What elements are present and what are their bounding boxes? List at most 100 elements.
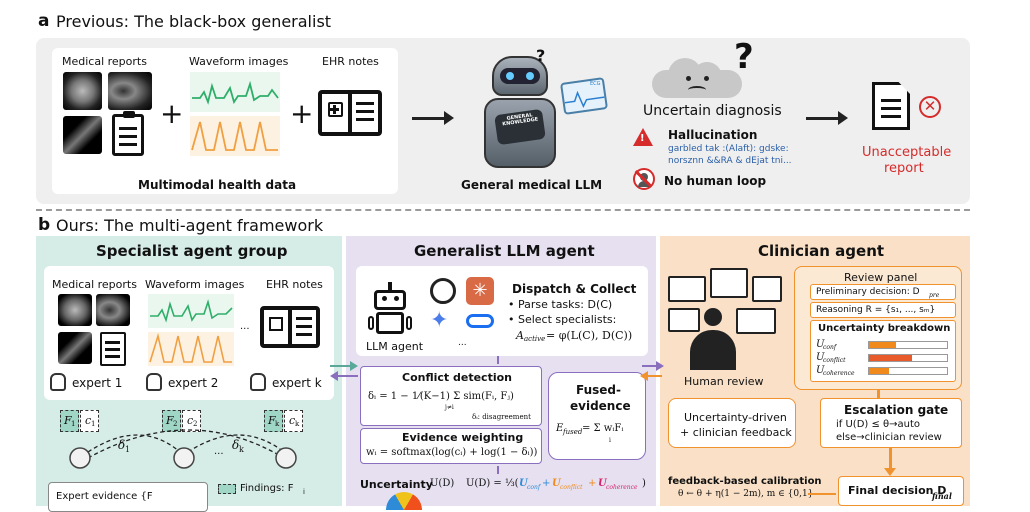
generalist-purple-arrow [497,466,499,474]
report-document-icon [872,82,910,130]
uncertainty-fn: U(D) [430,478,455,489]
expert-graph [69,429,297,469]
spec-green-waveform [148,294,234,328]
clipboard-icon [112,111,144,156]
f2-box [162,410,181,432]
spec-orange-waveform [148,332,234,366]
panel-a: a Previous: The black-box generalist Med… [0,0,1030,210]
final-to-feedback-arrow [808,493,836,495]
c1-label: c [85,414,92,427]
plus-sign-1: + [160,97,184,130]
fused-formula-idx: i [609,437,611,444]
uncertainty-driven-box [668,398,796,448]
clinician-title: Clinician agent [758,242,885,260]
panel-a-letter: a [38,11,50,31]
robot-illustration [470,52,590,174]
ub-u-conf: U [816,339,825,350]
escalation-title: Escalation gate [844,403,949,417]
uncertainty-driven-2: + clinician feedback [680,426,792,439]
dispatch-title: Dispatch & Collect [512,282,637,296]
disagreement-note: δᵢ: disagreement [472,413,531,421]
arrow-to-report [806,117,840,120]
generalist-title: Generalist LLM agent [414,242,595,260]
arrow-to-llm [412,117,446,120]
gemini-icon: ✦ [430,308,449,333]
final-decision-text: Final decision D [848,484,947,497]
uncertain-diagnosis-label: Uncertain diagnosis [643,103,782,119]
c1-sub: 1 [91,420,96,428]
graph-dots: ... [214,446,224,457]
expert-k-label: expert k [272,376,322,390]
cloud-question-mark: ? [734,37,754,77]
expert-2-label: expert 2 [168,376,219,390]
expert-evidence-text: Expert evidence {F [56,491,153,502]
spec-ehr-book-icon [260,306,320,348]
panel-a-title: Previous: The black-box generalist [56,12,332,31]
expert-k-icon [250,373,266,391]
brain-mri-image [63,72,102,110]
weighting-title: Evidence weighting [402,431,524,444]
generalist-top-box [356,266,648,356]
ub-bar-coherence-fill [869,368,889,374]
ub-bar-conflict-track [868,354,948,362]
llm-agent-label: LLM agent [366,340,424,353]
escalation-else: else→clinician review [836,432,942,443]
spec-lung-image [96,294,130,326]
c1-box [80,410,99,432]
unacceptable-label-1: Unacceptable [862,145,952,160]
spec-waveform-images: Waveform images [145,278,245,291]
echo-image [63,116,102,154]
panel-b-letter: b [38,215,51,235]
claude-icon: ✳ [466,277,494,305]
fused-formula-sub: fused [563,428,583,436]
cloud-icon [652,56,742,98]
ub-bar-conf-track [868,341,948,349]
findings-legend-sub: i [303,488,305,496]
ecg-tablet-label: ECG [590,81,601,87]
arrow-to-llm-head [444,111,454,125]
fk-box [264,410,283,432]
ck-label: c [289,414,296,427]
reasoning-text: Reasoning R = {s₁, ..., sₘ} [816,305,936,315]
findings-legend-swatch [218,484,236,494]
meta-icon [466,314,494,328]
feedback-formula: θ ← θ + η(1 − 2m), m ∈ {0,1} [678,489,814,499]
hallucination-text-2: norsznn &&RA & dEjat tni... [668,156,792,166]
delta-k-label: δ [232,438,240,452]
orange-waveform [190,116,280,156]
a-active-eq: = φ(L(C), D(C)) [546,329,633,342]
human-review-label: Human review [684,375,764,388]
uncertainty-u-conf-sub: conf [527,484,541,491]
uncertainty-plus-1: + [542,478,551,489]
medical-reports-label: Medical reports [62,55,147,68]
findings-legend-text: Findings: F [240,483,294,494]
fused-title-1: Fused- [576,383,621,397]
conflict-formula: δᵢ = 1 − 1⁄(K−1) Σ sim(Fᵢ, Fⱼ) [368,391,514,402]
c2-sub: 2 [193,420,198,428]
fused-formula-e: E [556,423,564,434]
expert-2-icon [146,373,162,391]
waveform-images-label: Waveform images [189,55,289,68]
reject-x-icon: ✕ [919,96,941,118]
uncertainty-u-coherence-sub: coherence [606,484,638,491]
c2-box [182,410,201,432]
conflict-title: Conflict detection [402,371,512,384]
gen-to-clin-arrow-head [656,361,664,371]
feedback-title: feedback-based calibration [668,476,822,487]
ck-sub: k [295,420,300,428]
spec-to-gen-arrow-top-head [350,361,358,371]
weighting-formula: wᵢ = softmax(log(cᵢ) + log(1 − δᵢ)) [366,447,538,458]
openai-icon [430,278,456,304]
evidence-weighting-box [360,428,542,464]
hallucination-title: Hallucination [668,128,758,142]
c2-label: c [187,414,194,427]
clin-to-gen-arrow-head [640,371,648,381]
panel-b-title: Ours: The multi-agent framework [56,216,324,235]
fk-label: F [268,414,276,427]
llm-robot-icon [368,282,416,336]
section-separator [36,209,970,211]
f1-label: F [64,414,72,427]
preliminary-text: Preliminary decision: D [816,287,920,297]
unacceptable-label-2: report [884,161,924,176]
uncertainty-label: Uncertainty [360,478,433,491]
